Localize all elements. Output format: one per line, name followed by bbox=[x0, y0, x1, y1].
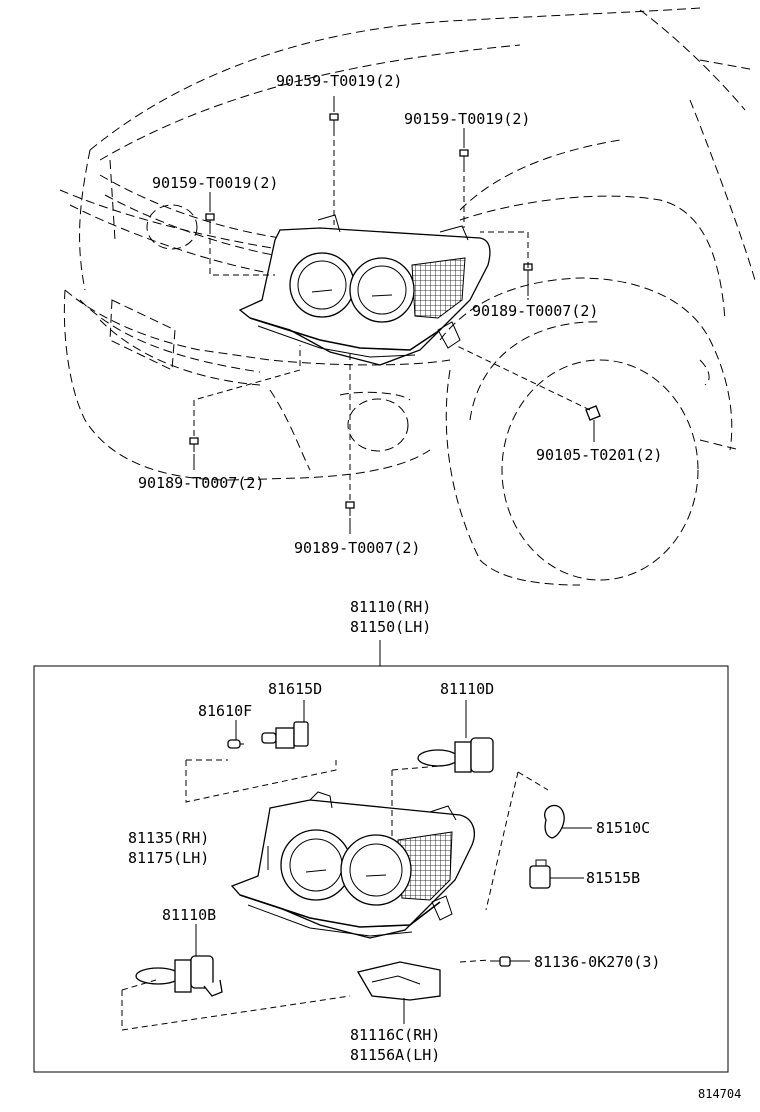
label-81175-lh: 81175(LH) bbox=[128, 849, 209, 867]
label-81136-0k270: 81136-0K270(3) bbox=[534, 953, 660, 971]
part-labels: 90159-T0019(2) 90159-T0019(2) 90159-T001… bbox=[128, 72, 741, 1101]
screw-81136-icon bbox=[490, 956, 511, 967]
label-90159-t0019-c: 90159-T0019(2) bbox=[152, 174, 278, 192]
label-90159-t0019-a: 90159-T0019(2) bbox=[276, 72, 402, 90]
label-81610f: 81610F bbox=[198, 702, 252, 720]
label-81615d: 81615D bbox=[268, 680, 322, 698]
label-90159-t0019-b: 90159-T0019(2) bbox=[404, 110, 530, 128]
label-90189-t0007-a: 90189-T0007(2) bbox=[472, 302, 598, 320]
headlamp-assembly-on-vehicle bbox=[238, 214, 491, 366]
label-81110b: 81110B bbox=[162, 906, 216, 924]
vehicle-body-outline bbox=[59, 7, 756, 586]
headlamp-housing bbox=[230, 791, 475, 939]
label-90105-t0201: 90105-T0201(2) bbox=[536, 446, 662, 464]
label-90189-t0007-c: 90189-T0007(2) bbox=[294, 539, 420, 557]
figure-id: 814704 bbox=[698, 1087, 741, 1101]
bulb-81610f-icon bbox=[227, 739, 244, 749]
bulb-81510c-icon bbox=[544, 804, 565, 839]
label-81156a-lh: 81156A(LH) bbox=[350, 1046, 440, 1064]
label-81150-lh: 81150(LH) bbox=[350, 618, 431, 636]
label-81110-rh: 81110(RH) bbox=[350, 598, 431, 616]
bracket-81116c-icon bbox=[356, 961, 441, 1001]
label-81110d: 81110D bbox=[440, 680, 494, 698]
detail-leader-lines bbox=[121, 700, 592, 1031]
bulb-81110b-icon bbox=[135, 955, 223, 997]
detail-frame bbox=[33, 665, 729, 1073]
bulb-81110d-icon bbox=[417, 737, 494, 773]
socket-81515b-icon bbox=[529, 859, 551, 889]
label-81116c-rh: 81116C(RH) bbox=[350, 1026, 440, 1044]
label-81510c: 81510C bbox=[596, 819, 650, 837]
label-90189-t0007-b: 90189-T0007(2) bbox=[138, 474, 264, 492]
leader-lines bbox=[193, 96, 595, 534]
socket-81615d-icon bbox=[261, 721, 309, 749]
label-81515b: 81515B bbox=[586, 869, 640, 887]
label-81135-rh: 81135(RH) bbox=[128, 829, 209, 847]
